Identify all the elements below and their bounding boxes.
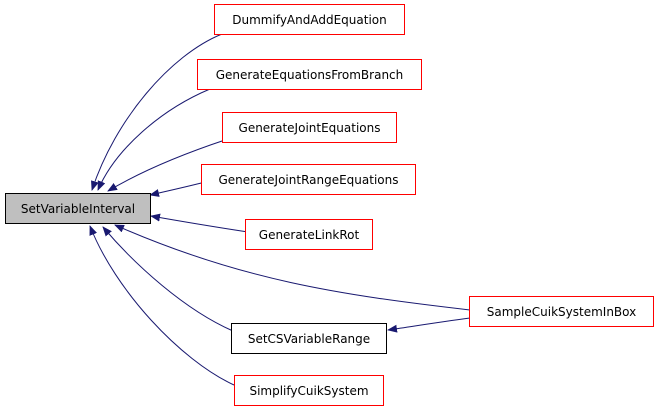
node-generate-equations-from-branch[interactable]: GenerateEquationsFromBranch <box>197 59 422 90</box>
node-label-dummify-and-add-equation: DummifyAndAddEquation <box>232 13 386 27</box>
node-box-simplify-cuik-system[interactable] <box>234 375 384 406</box>
node-label-set-variable-interval: SetVariableInterval <box>21 202 135 216</box>
node-label-sample-cuik-system-in-box: SampleCuikSystemInBox <box>487 305 636 319</box>
edge-generate-link-rot-to-set-variable-interval <box>150 213 249 233</box>
node-box-generate-equations-from-branch[interactable] <box>197 59 422 90</box>
edge-generate-joint-equations-to-set-variable-interval <box>107 139 226 192</box>
edge-generate-equations-from-branch-to-set-variable-interval <box>97 88 211 191</box>
node-sample-cuik-system-in-box[interactable]: SampleCuikSystemInBox <box>469 296 654 327</box>
nodes-layer: SetVariableInterval DummifyAndAddEquation… <box>5 4 654 406</box>
node-generate-joint-range-equations[interactable]: GenerateJointRangeEquations <box>201 164 416 195</box>
edges-layer <box>89 33 471 386</box>
node-box-generate-joint-range-equations[interactable] <box>201 164 416 195</box>
node-dummify-and-add-equation[interactable]: DummifyAndAddEquation <box>214 4 405 35</box>
node-generate-joint-equations[interactable]: GenerateJointEquations <box>222 112 397 143</box>
node-label-set-cs-variable-range: SetCSVariableRange <box>248 332 370 346</box>
edge-dummify-and-add-equation-to-set-variable-interval <box>91 33 223 191</box>
node-label-generate-link-rot: GenerateLinkRot <box>259 228 360 242</box>
node-box-set-variable-interval <box>5 193 151 224</box>
node-set-cs-variable-range[interactable]: SetCSVariableRange <box>231 323 387 354</box>
node-box-sample-cuik-system-in-box[interactable] <box>469 296 654 327</box>
edge-simplify-cuik-system-to-set-variable-interval <box>89 225 235 386</box>
node-set-variable-interval: SetVariableInterval <box>5 193 151 224</box>
node-box-set-cs-variable-range[interactable] <box>231 323 387 354</box>
node-box-generate-joint-equations[interactable] <box>222 112 397 143</box>
node-label-generate-joint-equations: GenerateJointEquations <box>239 121 381 135</box>
node-box-dummify-and-add-equation[interactable] <box>214 4 405 35</box>
edge-sample-cuik-system-in-box-to-set-variable-interval <box>114 224 471 311</box>
node-box-generate-link-rot[interactable] <box>245 219 373 250</box>
node-label-generate-equations-from-branch: GenerateEquationsFromBranch <box>216 68 404 82</box>
edge-generate-joint-range-equations-to-set-variable-interval <box>149 181 206 197</box>
edge-set-cs-variable-range-to-set-variable-interval <box>102 226 234 332</box>
node-label-simplify-cuik-system: SimplifyCuikSystem <box>249 384 368 398</box>
node-generate-link-rot[interactable]: GenerateLinkRot <box>245 219 373 250</box>
node-label-generate-joint-range-equations: GenerateJointRangeEquations <box>219 173 399 187</box>
edge-sample-cuik-system-in-box-to-set-cs-variable-range <box>387 317 471 333</box>
node-simplify-cuik-system[interactable]: SimplifyCuikSystem <box>234 375 384 406</box>
